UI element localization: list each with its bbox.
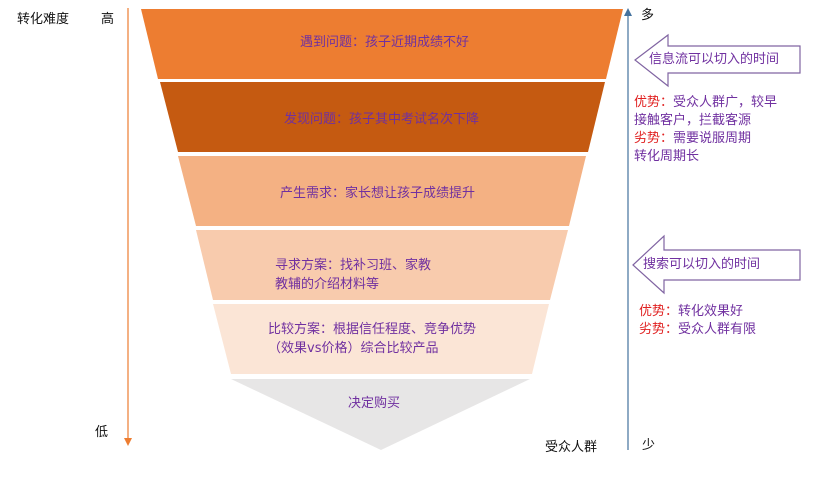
feed-advantage-text-2: 接触客户，拦截客源: [634, 113, 752, 128]
search-disadvantage-key: 劣势：: [639, 322, 679, 337]
audience-few-label: 少: [642, 438, 656, 453]
search-disadvantage-line: 劣势：受众人群有限: [639, 321, 756, 339]
feed-entry-arrow-label: 信息流可以切入的时间: [649, 52, 780, 67]
difficulty-low-label: 低: [95, 425, 109, 440]
difficulty-axis-arrowhead-icon: [124, 438, 132, 446]
funnel-stage-3: [178, 156, 586, 226]
stage-4-label-line1: 寻求方案：找补习班、家教: [275, 258, 432, 273]
stage-5-label: 比较方案：根据信任程度、竞争优势 （效果vs价格）综合比较产品: [268, 320, 476, 358]
funnel-stage-1: [141, 9, 623, 79]
funnel-stage-6: [231, 379, 530, 450]
search-advantage-key: 优势：: [639, 304, 679, 319]
stage-2-label: 发现问题：孩子其中考试名次下降: [284, 112, 480, 127]
search-disadvantage-text: 受众人群有限: [678, 322, 757, 337]
stage-1-label: 遇到问题：孩子近期成绩不好: [300, 35, 470, 50]
feed-disadvantage-line1: 劣势：需要说服周期: [634, 130, 777, 148]
stage-6-label: 决定购买: [348, 396, 401, 411]
feed-disadvantage-key: 劣势：: [634, 131, 674, 146]
left-arrow-icon: [634, 33, 801, 88]
search-entry-arrow-label: 搜索可以切入的时间: [643, 257, 761, 272]
stage-4-label-line2: 教辅的介绍材料等: [275, 277, 380, 292]
stage-3-label: 产生需求：家长想让孩子成绩提升: [280, 186, 476, 201]
search-advantage-text: 转化效果好: [678, 304, 744, 319]
audience-axis-title: 受众人群: [545, 440, 598, 455]
feed-disadvantage-text-1: 需要说服周期: [673, 131, 752, 146]
feed-advantage-line1: 优势：受众人群广，较早: [634, 94, 777, 112]
feed-disadvantage-text-2: 转化周期长: [634, 149, 700, 164]
feed-advantage-key: 优势：: [634, 95, 674, 110]
audience-axis-arrowhead-icon: [624, 8, 632, 16]
search-pros-cons: 优势：转化效果好 劣势：受众人群有限: [639, 303, 756, 339]
stage-5-label-line1: 比较方案：根据信任程度、竞争优势: [268, 322, 477, 337]
audience-many-label: 多: [641, 8, 655, 23]
funnel-stage-5: [213, 304, 549, 374]
funnel-stage-4: [196, 230, 568, 300]
left-arrow-icon: [632, 234, 801, 295]
feed-advantage-text-1: 受众人群广，较早: [673, 95, 778, 110]
search-advantage-line: 优势：转化效果好: [639, 303, 756, 321]
feed-pros-cons: 优势：受众人群广，较早 接触客户，拦截客源 劣势：需要说服周期 转化周期长: [634, 94, 777, 166]
stage-5-label-line2: （效果vs价格）综合比较产品: [268, 341, 439, 356]
funnel-stage-2: [160, 82, 605, 152]
difficulty-axis-title: 转化难度: [17, 12, 70, 27]
stage-4-label: 寻求方案：找补习班、家教 教辅的介绍材料等: [275, 256, 431, 294]
difficulty-high-label: 高: [101, 12, 115, 27]
